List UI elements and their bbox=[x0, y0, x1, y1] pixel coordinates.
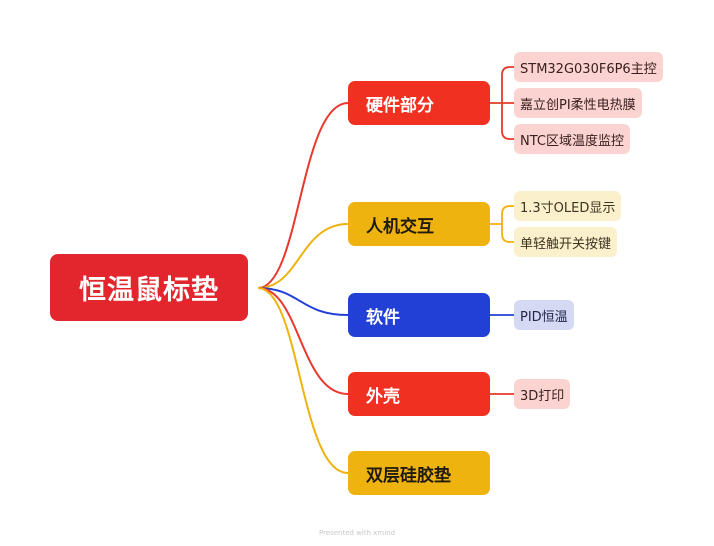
branch-hci[interactable]: 人机交互 bbox=[348, 202, 490, 246]
branch-shell[interactable]: 外壳 bbox=[348, 372, 490, 416]
leaf-ntc-monitor[interactable]: NTC区域温度监控 bbox=[514, 124, 630, 154]
link-root-software bbox=[257, 287, 349, 316]
link-root-shell bbox=[257, 287, 349, 395]
link-hardware-leaves bbox=[490, 66, 514, 140]
leaf-mcu[interactable]: STM32G030F6P6主控 bbox=[514, 52, 663, 82]
branch-silicone-pad[interactable]: 双层硅胶垫 bbox=[348, 451, 490, 495]
link-root-hardware bbox=[257, 102, 349, 289]
footer-credit: Presented with xmind bbox=[318, 529, 396, 537]
leaf-pid[interactable]: PID恒温 bbox=[514, 300, 574, 330]
leaf-tact-switch[interactable]: 单轻触开关按键 bbox=[514, 227, 618, 257]
leaf-oled-display[interactable]: 1.3寸OLED显示 bbox=[514, 191, 622, 221]
link-root-hci bbox=[257, 223, 349, 289]
branch-software[interactable]: 软件 bbox=[348, 293, 490, 337]
branch-hardware[interactable]: 硬件部分 bbox=[348, 81, 490, 125]
root-topic[interactable]: 恒温鼠标垫 bbox=[50, 254, 248, 321]
leaf-3d-print[interactable]: 3D打印 bbox=[514, 379, 571, 409]
link-hci-leaves bbox=[490, 205, 514, 243]
link-root-pad bbox=[257, 287, 349, 474]
leaf-heating-film[interactable]: 嘉立创PI柔性电热膜 bbox=[514, 88, 642, 118]
